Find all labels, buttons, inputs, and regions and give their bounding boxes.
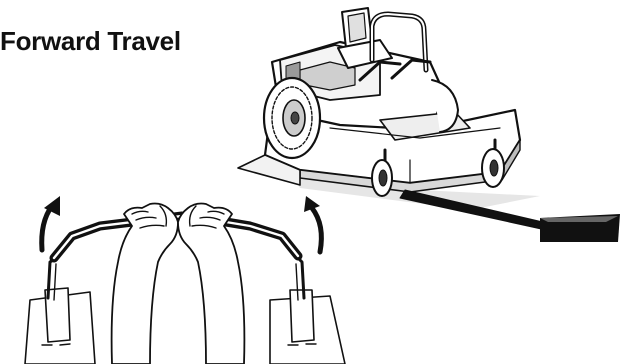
front-right-caster [481, 138, 505, 188]
diagram-title: Forward Travel [0, 26, 181, 56]
mower-right-lever [390, 58, 432, 80]
rollover-bar-inner [371, 13, 427, 71]
rear-right-tire [431, 79, 459, 133]
left-motion-arrow [39, 196, 60, 253]
mower-left-lever [358, 60, 402, 82]
seat-back-pad [347, 12, 367, 43]
forward-direction-arrow [399, 189, 620, 242]
seat-cushion [337, 39, 393, 69]
right-hand-arm [177, 202, 246, 364]
left-hand-arm [110, 202, 179, 364]
rear-left-tire [262, 76, 322, 160]
front-left-caster [371, 148, 393, 197]
right-motion-arrow [304, 196, 324, 255]
zero-turn-mower-illustration [237, 7, 540, 210]
deck-discharge [237, 154, 301, 186]
deck-detail-lines [329, 127, 501, 184]
